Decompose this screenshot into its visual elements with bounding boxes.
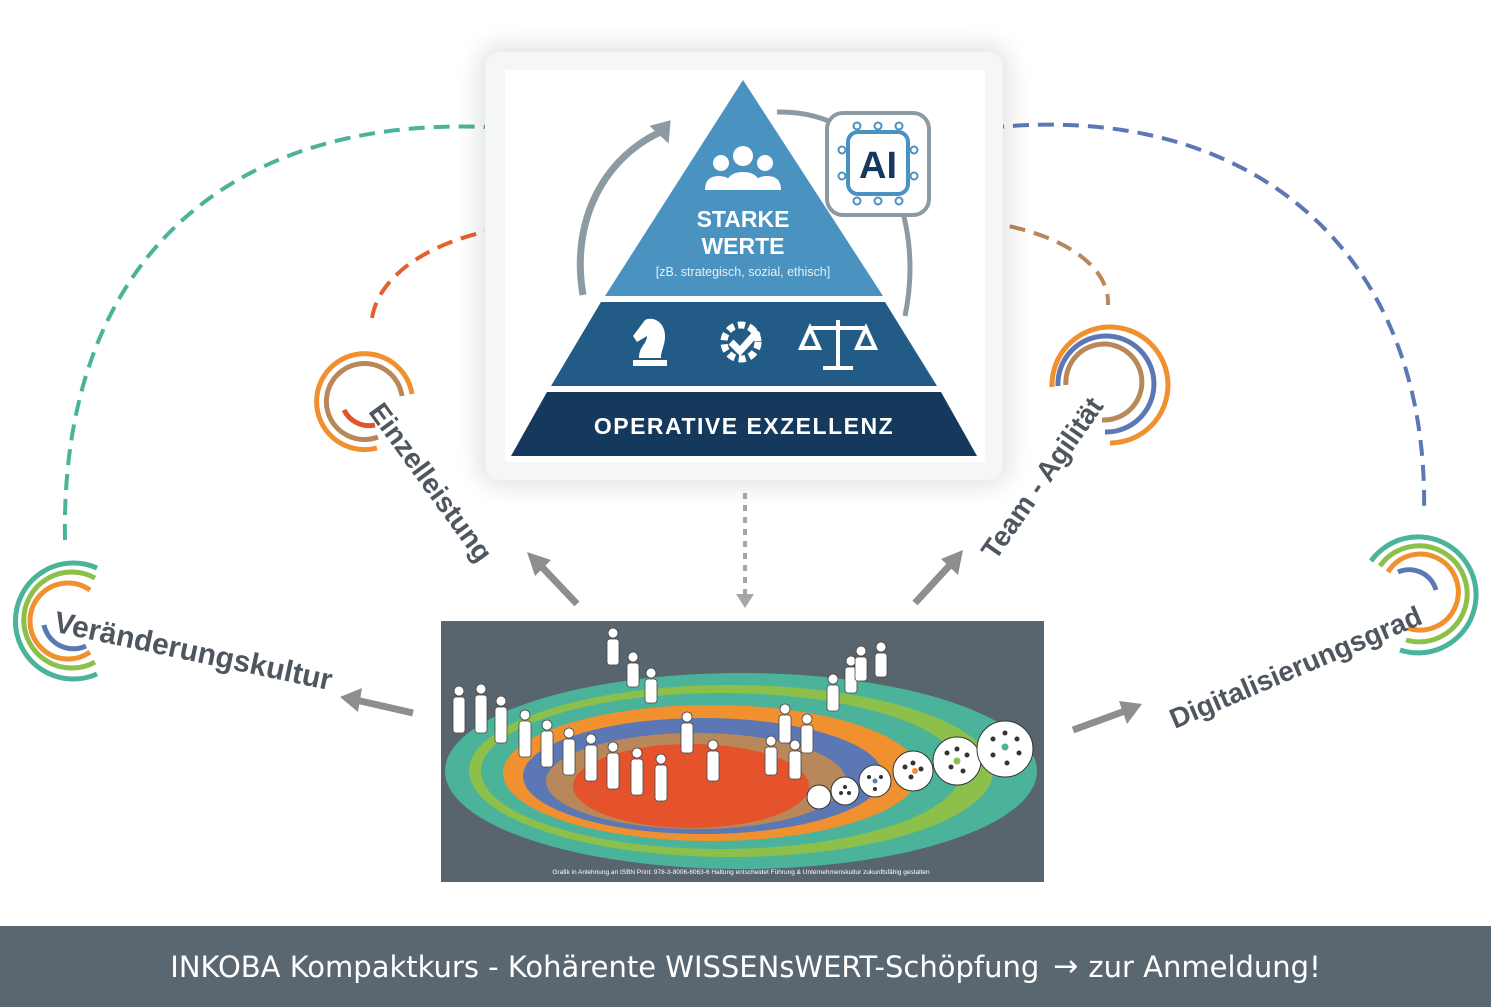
arrow-right-outer — [1071, 701, 1142, 734]
dashed-arc-green — [62, 124, 506, 541]
ring-emblem-left-outer — [13, 560, 99, 682]
illustration-caption: Grafik in Anlehnung an ISBN Print: 978-3… — [552, 869, 930, 876]
ai-badge-text: AI — [859, 145, 897, 187]
ring-emblem-left-inner — [314, 351, 415, 453]
scales-icon — [797, 320, 879, 370]
culture-rings-graphic: Grafik in Anlehnung an ISBN Print: 978-3… — [445, 627, 1037, 876]
pyramid-top-title-line2: WERTE — [701, 233, 784, 259]
gear-check-icon — [720, 321, 762, 363]
pyramid-base-title: OPERATIVE EXZELLENZ — [594, 413, 894, 439]
pyramid-graphic: STARKE WERTE [zB. strategisch, sozial, e… — [511, 80, 977, 456]
arrow-left-outer — [340, 688, 414, 717]
dashed-arc-brown — [984, 220, 1111, 306]
ring-emblem-right-inner — [1049, 324, 1171, 446]
dashed-arc-blue — [987, 122, 1427, 516]
chess-knight-icon — [633, 318, 667, 366]
arrow-right-icon: → — [1053, 949, 1079, 984]
dashed-arc-red — [370, 226, 506, 319]
pyramid-top-subtitle: [zB. strategisch, sozial, ethisch] — [656, 265, 830, 279]
culture-illustration: Grafik in Anlehnung an ISBN Print: 978-3… — [441, 621, 1044, 882]
people-icon — [705, 146, 781, 190]
footer-register-link[interactable]: zur Anmeldung! — [1088, 949, 1321, 984]
people-figures — [452, 627, 888, 802]
pyramid-top-title-line1: STARKE — [697, 206, 790, 232]
footer-banner[interactable]: INKOBA Kompaktkurs - Kohärente WISSENsWE… — [0, 926, 1491, 1007]
arrow-left-inner — [527, 552, 580, 607]
ai-chip-icon — [825, 111, 931, 217]
dotted-arrow-head — [736, 594, 754, 608]
footer-course-title: INKOBA Kompaktkurs - Kohärente WISSENsWE… — [170, 949, 1040, 984]
cycle-arrow-head — [649, 120, 671, 144]
dot-patterns — [839, 730, 1022, 795]
cycle-arrow — [576, 126, 667, 296]
pyramid-base — [511, 392, 977, 456]
arrow-right-inner — [912, 550, 963, 606]
ring-emblem-right-outer — [1368, 534, 1479, 656]
pyramid-panel: STARKE WERTE [zB. strategisch, sozial, e… — [505, 70, 985, 462]
